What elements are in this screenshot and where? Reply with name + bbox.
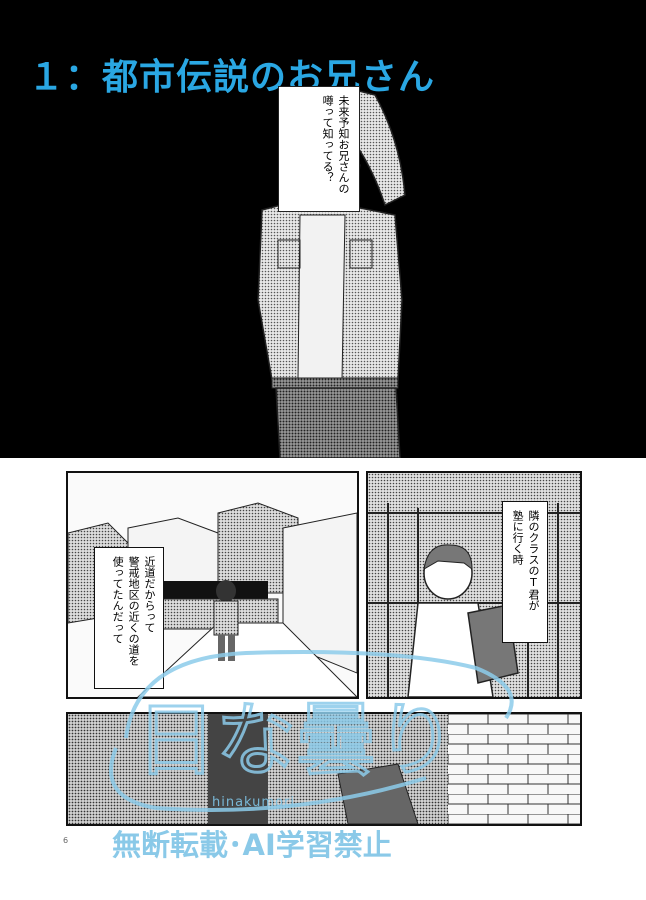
speech-text: 未来予知お兄さんの 噂って知ってる？ (321, 95, 350, 194)
brickwall-illustration (68, 714, 580, 824)
caption-text: 隣のクラスのT君が 塾に行く時 (511, 510, 540, 611)
panel-street: 近道だからって 警戒地区の近くの道を 使ってたんだって (66, 471, 359, 699)
standing-man-illustration (257, 89, 406, 458)
splash-panel: １：都市伝説のお兄さん 未来予知お兄さんの 噂って知ってる？ (0, 0, 646, 458)
watermark-logo-text: 日な曇り (136, 694, 456, 787)
page-number: 6 (63, 836, 69, 845)
watermark-romaji: hinakumori (212, 795, 295, 810)
watermark-logo: 日な曇り (109, 650, 514, 812)
speech-bubble: 未来予知お兄さんの 噂って知ってる？ (278, 86, 360, 212)
page-title: １：都市伝説のお兄さん (28, 57, 436, 98)
caption-box: 近道だからって 警戒地区の近くの道を 使ってたんだって (94, 547, 164, 689)
watermark-warning: 無断転載･AI学習禁止 (112, 828, 392, 862)
caption-box: 隣のクラスのT君が 塾に行く時 (502, 501, 548, 643)
caption-text: 近道だからって 警戒地区の近くの道を 使ってたんだって (111, 556, 156, 666)
panel-brickwall (66, 712, 582, 826)
panel-boy: 隣のクラスのT君が 塾に行く時 (366, 471, 582, 699)
